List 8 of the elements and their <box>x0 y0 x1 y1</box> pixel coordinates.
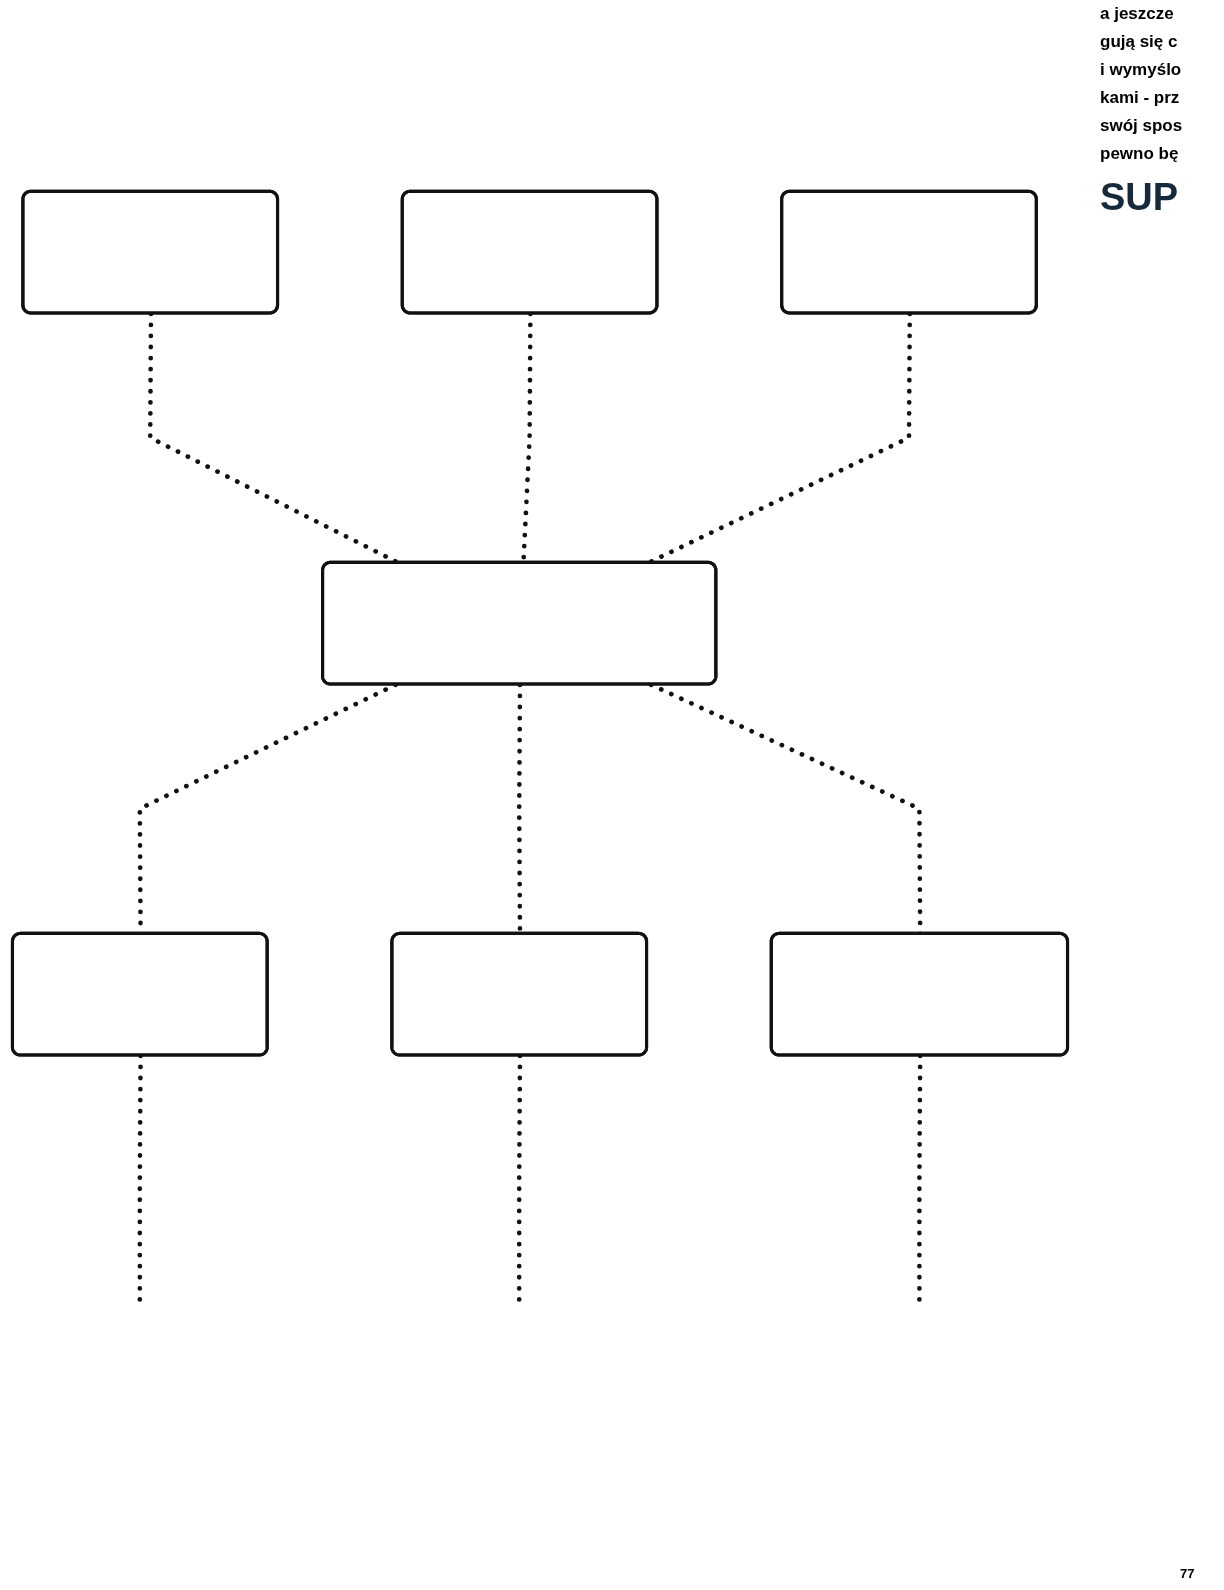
text-line: i wymyślo <box>1100 59 1183 81</box>
text-line: gują się c <box>1100 31 1179 53</box>
text-line: swój spos <box>1100 115 1184 137</box>
text-line: a jeszcze <box>1100 3 1175 25</box>
text-line: kami - prz <box>1100 87 1181 109</box>
text-line: pewno bę <box>1100 143 1180 165</box>
heading-fragment: SUP <box>1100 176 1180 219</box>
page-number: 77 <box>1180 1566 1195 1581</box>
